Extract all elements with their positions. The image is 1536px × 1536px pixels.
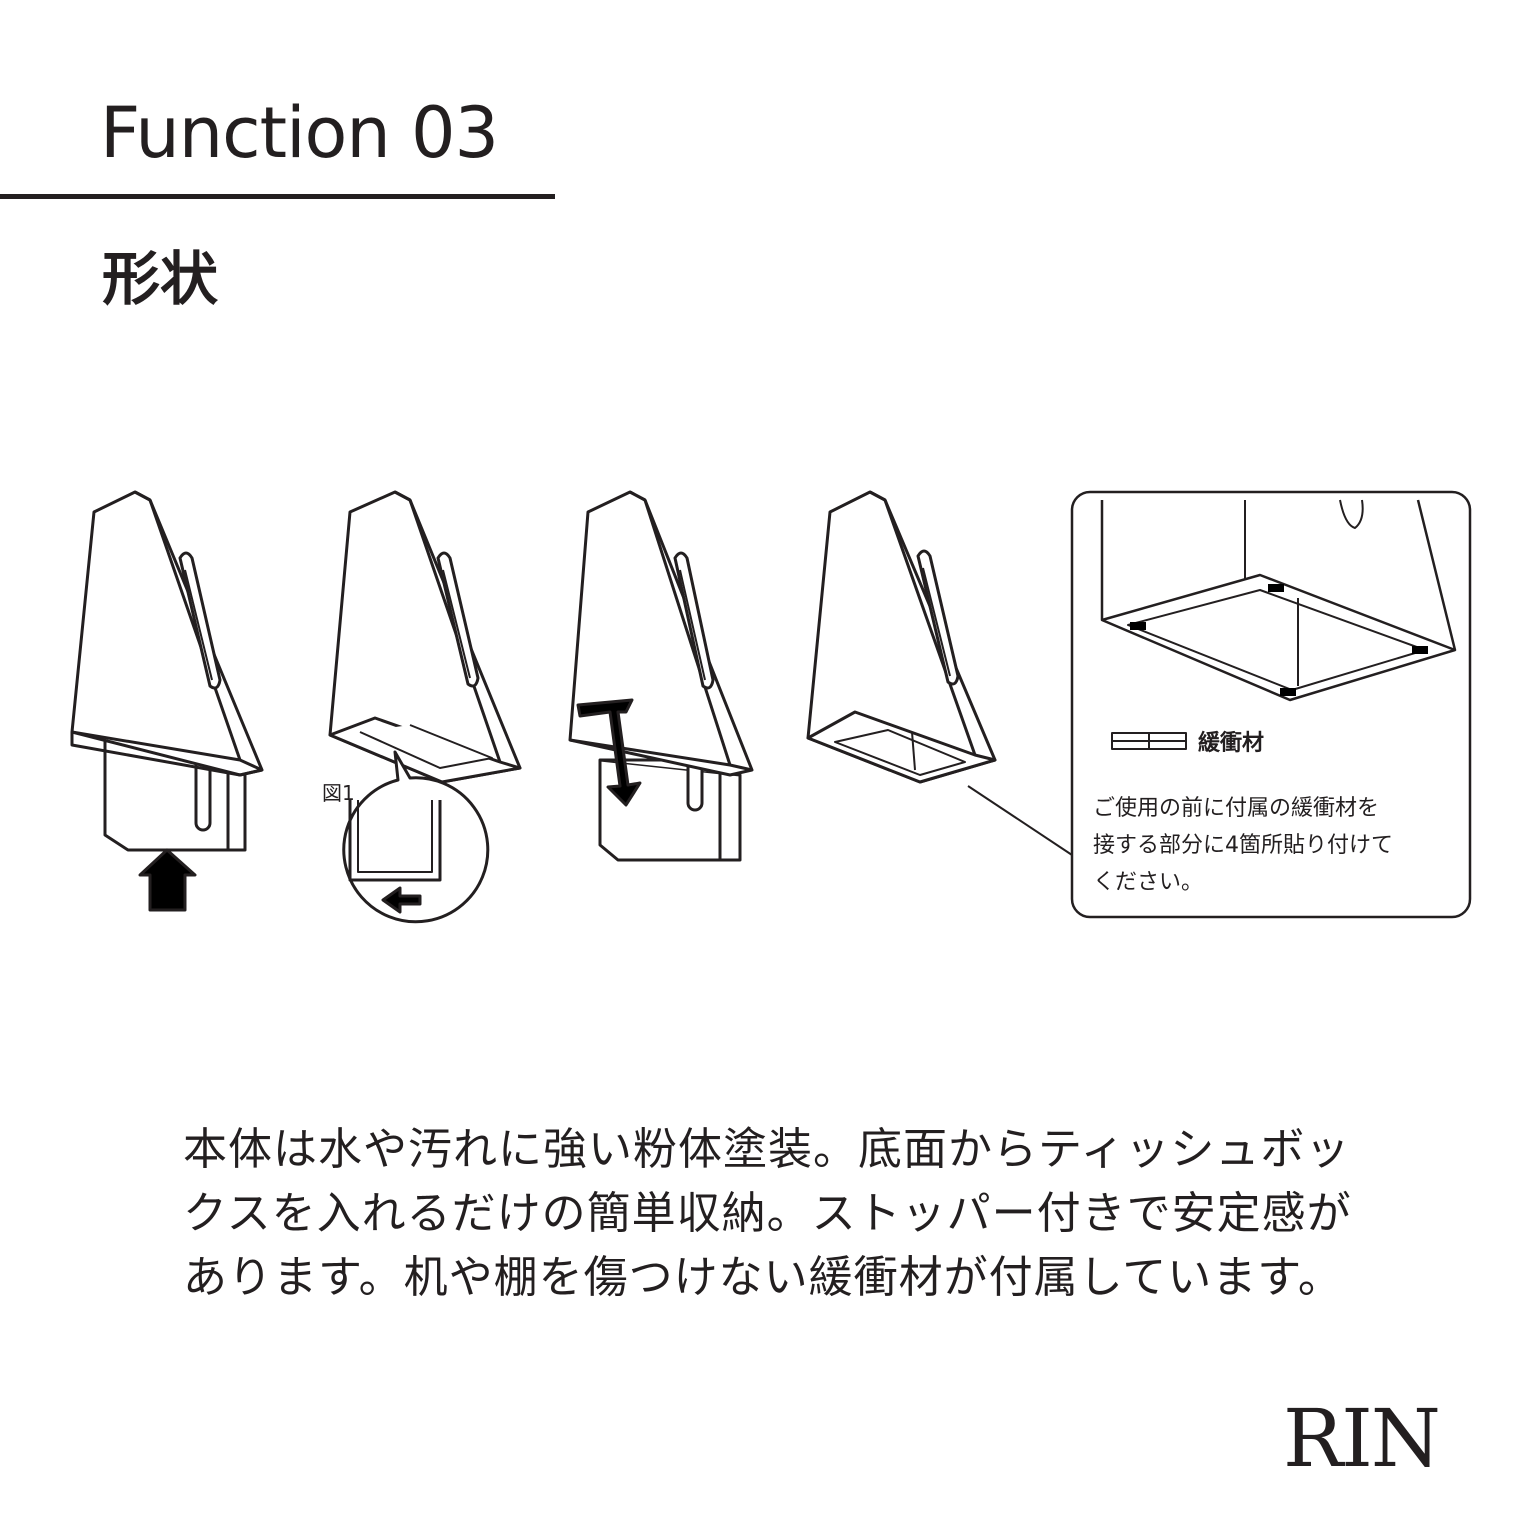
cushion-detail-panel xyxy=(1070,490,1472,919)
cushion-pad xyxy=(1280,688,1296,696)
cushion-pad xyxy=(1412,646,1428,654)
up-arrow-icon xyxy=(138,848,197,912)
cushion-pad xyxy=(1268,584,1284,592)
callout-line-3: ください。 xyxy=(1093,870,1203,895)
left-arrow-icon xyxy=(381,886,422,914)
section-subtitle: 形状 xyxy=(102,245,219,313)
section-title: Function 03 xyxy=(100,92,499,174)
step-1-illustration xyxy=(70,490,264,912)
product-description: 本体は水や汚れに強い粉体塗装。底面からティッシュボックスを入れるだけの簡単収納。… xyxy=(183,1124,1352,1303)
callout-line-1: ご使用の前に付属の緩衝材を xyxy=(1093,796,1379,821)
assembly-diagram: 図1 緩衝材 ご使用の前に付属の緩衝材を 接する部分に4箇所貼り付けて ください… xyxy=(70,490,1472,924)
down-arrow-icon xyxy=(576,698,642,807)
brand-logo: RIN xyxy=(1283,1392,1441,1485)
cushion-pad xyxy=(1130,622,1146,630)
cushion-legend-label: 緩衝材 xyxy=(1198,730,1264,756)
step-3-illustration xyxy=(568,490,754,862)
callout-line-2: 接する部分に4箇所貼り付けて xyxy=(1093,833,1393,858)
figure-label: 図1 xyxy=(322,781,355,805)
step-4-illustration xyxy=(806,490,1073,856)
step-2-illustration xyxy=(328,490,522,924)
title-underline xyxy=(0,194,555,199)
